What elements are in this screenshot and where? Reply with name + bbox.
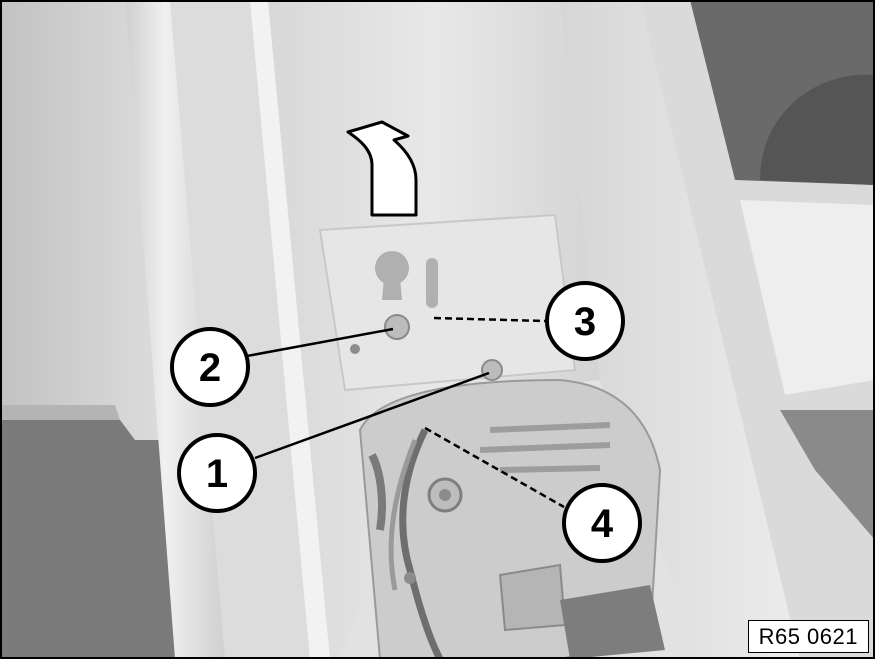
keyhole-slot <box>382 278 402 300</box>
wiring-harness <box>399 428 444 659</box>
leader-line-3 <box>433 316 546 323</box>
leader-line-4 <box>424 426 565 509</box>
right-speaker-bulge <box>760 74 875 185</box>
callout-2-label: 2 <box>199 346 221 390</box>
latch-lower-block <box>560 585 665 659</box>
up-arrow-icon <box>346 120 418 217</box>
pillar-strip-inner <box>170 0 310 659</box>
right-lower-trim <box>780 410 875 540</box>
right-pillar <box>560 0 800 659</box>
keyhole-opening <box>375 251 409 285</box>
latch-bracket <box>498 563 567 632</box>
left-lower-panel-edge <box>0 405 120 420</box>
right-mid-highlight <box>740 200 875 395</box>
callout-2: 2 <box>170 327 250 407</box>
pillar-strip-edge <box>250 0 330 659</box>
left-lower-panel <box>0 420 215 659</box>
latch-plate-recess <box>318 213 577 392</box>
leader-line-1 <box>254 371 490 460</box>
callout-1-label: 1 <box>206 452 228 496</box>
callout-4: 4 <box>562 483 642 563</box>
callout-1: 1 <box>177 433 257 513</box>
vertical-slot <box>426 258 438 308</box>
screw-1 <box>481 359 503 381</box>
screw-2 <box>384 314 410 340</box>
wiring-harness-2 <box>388 439 418 591</box>
figure-reference-code: R65 0621 <box>747 620 869 653</box>
callout-4-label: 4 <box>591 502 614 546</box>
small-hole <box>350 344 360 354</box>
latch-mechanism-body <box>358 378 662 659</box>
latch-bolt-center <box>439 489 451 501</box>
callout-3: 3 <box>545 281 625 361</box>
bottom-hole <box>404 572 416 584</box>
latch-mechanism-ribs <box>479 422 611 473</box>
wiring-clip <box>368 453 386 531</box>
leader-line-2 <box>246 327 394 358</box>
callout-3-label: 3 <box>574 300 596 344</box>
